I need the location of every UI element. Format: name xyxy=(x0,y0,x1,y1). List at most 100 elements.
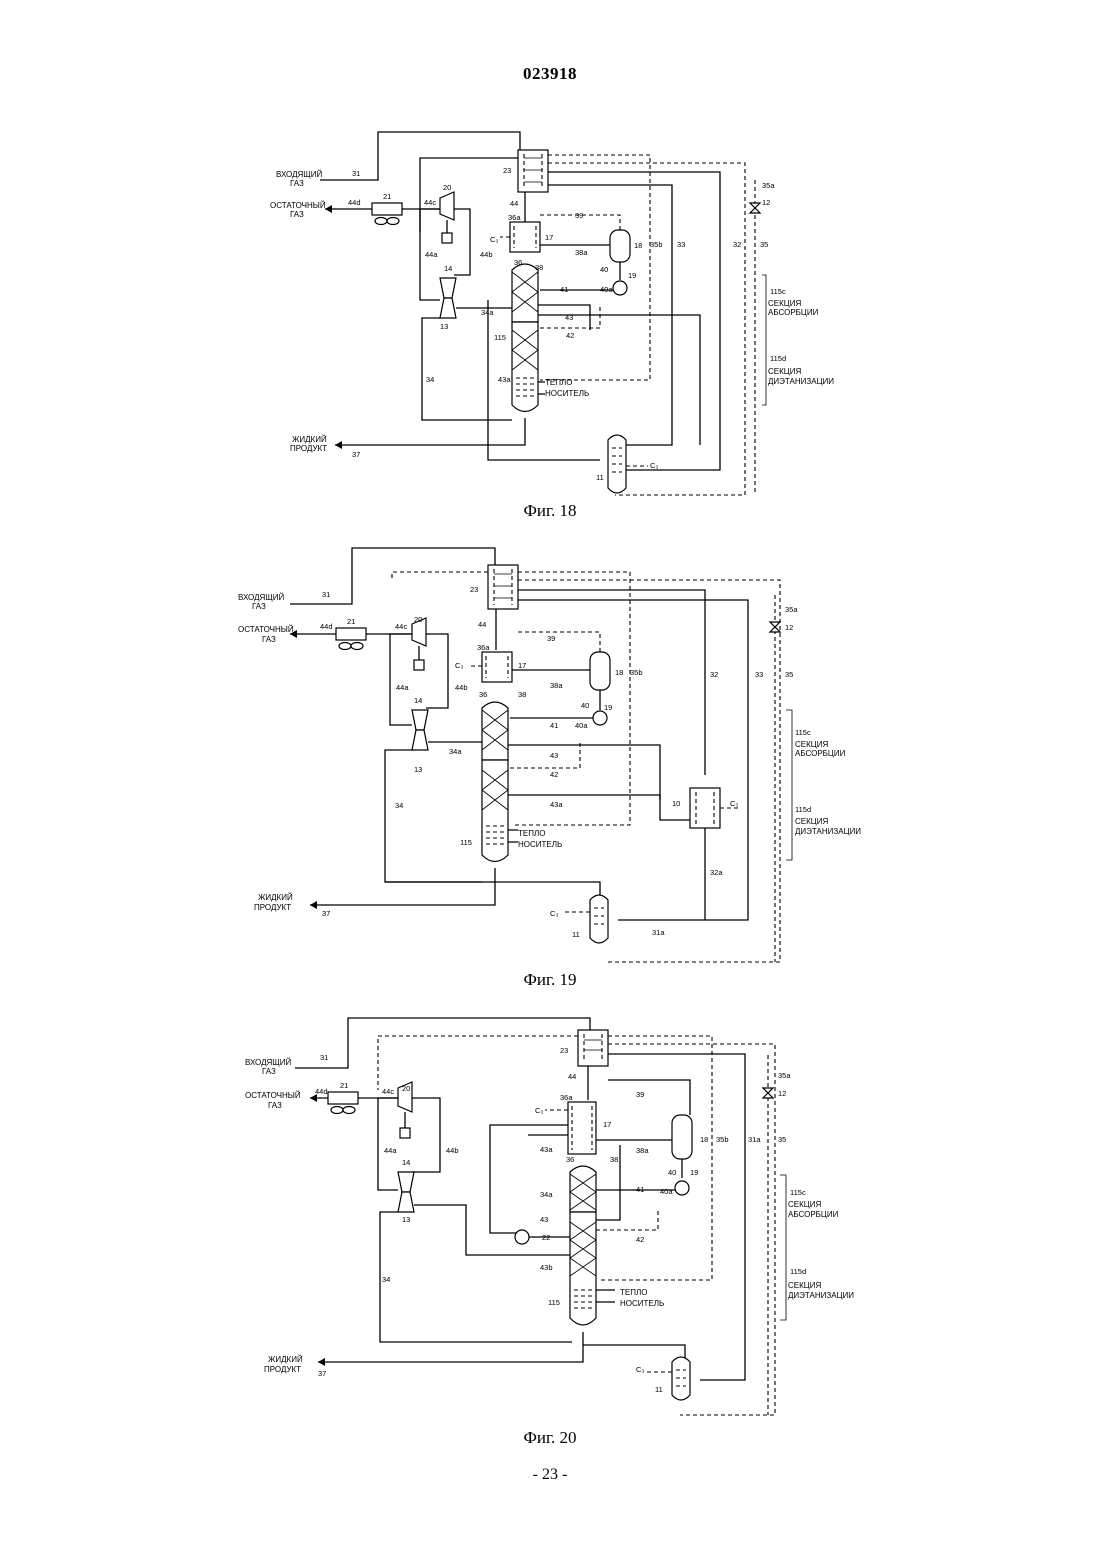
deethanizing-section-label-2: ДИЭТАНИЗАЦИИ xyxy=(768,377,834,386)
svg-text:115c: 115c xyxy=(790,1188,806,1197)
svg-text:34a: 34a xyxy=(449,747,462,756)
svg-text:C₃: C₃ xyxy=(636,1365,644,1374)
svg-text:43: 43 xyxy=(550,751,558,760)
svg-text:35: 35 xyxy=(778,1135,786,1144)
page-number: - 23 - xyxy=(0,1466,1100,1484)
svg-text:18: 18 xyxy=(700,1135,708,1144)
residue-gas-label: ОСТАТОЧНЫЙ xyxy=(270,201,326,210)
svg-text:13: 13 xyxy=(440,322,448,331)
svg-text:35b: 35b xyxy=(716,1135,729,1144)
heat-exchanger-11 xyxy=(590,895,608,943)
svg-text:35b: 35b xyxy=(650,240,663,249)
separator-drum-18 xyxy=(610,230,630,262)
svg-text:40a: 40a xyxy=(660,1187,673,1196)
deethanizing-section-label: СЕКЦИЯ xyxy=(795,817,828,826)
inlet-gas-label: ВХОДЯЩИЙ xyxy=(276,170,323,179)
deethanizing-section-label-2: ДИЭТАНИЗАЦИИ xyxy=(795,827,861,836)
svg-text:C₃: C₃ xyxy=(490,235,498,244)
svg-text:38a: 38a xyxy=(636,1146,649,1155)
heat-medium-label: ТЕПЛО xyxy=(518,829,545,838)
svg-text:C₃: C₃ xyxy=(535,1106,543,1115)
svg-text:17: 17 xyxy=(545,233,553,242)
liquid-product-label: ЖИДКИЙ xyxy=(268,1355,303,1364)
svg-text:12: 12 xyxy=(778,1089,786,1098)
svg-text:C₃: C₃ xyxy=(730,799,738,808)
svg-text:115c: 115c xyxy=(795,728,811,737)
svg-text:18: 18 xyxy=(634,241,642,250)
svg-text:11: 11 xyxy=(572,930,580,939)
absorber-column-upper xyxy=(512,264,538,322)
svg-text:115c: 115c xyxy=(770,287,786,296)
svg-text:115: 115 xyxy=(460,838,472,847)
svg-text:36: 36 xyxy=(514,258,522,267)
inlet-gas-label-2: ГАЗ xyxy=(252,602,266,611)
svg-text:43a: 43a xyxy=(498,375,511,384)
svg-text:39: 39 xyxy=(575,211,583,220)
svg-text:35a: 35a xyxy=(762,181,775,190)
svg-text:38a: 38a xyxy=(575,248,588,257)
svg-text:11: 11 xyxy=(596,473,604,482)
absorption-section-label: СЕКЦИЯ xyxy=(768,299,801,308)
svg-text:44a: 44a xyxy=(425,250,438,259)
svg-text:35: 35 xyxy=(760,240,768,249)
svg-text:44: 44 xyxy=(510,199,518,208)
svg-text:36a: 36a xyxy=(508,213,521,222)
absorber-column-upper xyxy=(482,702,508,760)
svg-text:44d: 44d xyxy=(320,622,333,631)
svg-text:C₃: C₃ xyxy=(455,661,463,670)
svg-text:31a: 31a xyxy=(748,1135,761,1144)
svg-text:44c: 44c xyxy=(382,1087,394,1096)
liquid-product-label: ЖИДКИЙ xyxy=(258,893,293,902)
svg-text:41: 41 xyxy=(560,285,568,294)
svg-text:43a: 43a xyxy=(550,800,563,809)
svg-text:13: 13 xyxy=(402,1215,410,1224)
heat-exchanger-23 xyxy=(578,1030,608,1066)
absorption-section-label-2: АБСОРБЦИИ xyxy=(795,749,846,758)
heat-exchanger-10 xyxy=(690,788,720,828)
svg-text:36: 36 xyxy=(566,1155,574,1164)
svg-text:38: 38 xyxy=(610,1155,618,1164)
svg-text:34: 34 xyxy=(426,375,434,384)
svg-text:21: 21 xyxy=(383,192,391,201)
deethanizing-section-label: СЕКЦИЯ xyxy=(768,367,801,376)
pump-19 xyxy=(675,1181,689,1195)
absorption-section-label: СЕКЦИЯ xyxy=(795,740,828,749)
heat-medium-label-2: НОСИТЕЛЬ xyxy=(545,389,589,398)
heat-medium-label: ТЕПЛО xyxy=(545,378,572,387)
svg-text:44a: 44a xyxy=(396,683,409,692)
svg-text:39: 39 xyxy=(636,1090,644,1099)
svg-text:44d: 44d xyxy=(315,1087,328,1096)
svg-text:44d: 44d xyxy=(348,198,361,207)
svg-text:34: 34 xyxy=(395,801,403,810)
heat-exchanger-11 xyxy=(672,1357,690,1400)
svg-text:20: 20 xyxy=(414,615,422,624)
svg-text:17: 17 xyxy=(603,1120,611,1129)
svg-text:43a: 43a xyxy=(540,1145,553,1154)
svg-text:115d: 115d xyxy=(790,1267,806,1276)
svg-text:42: 42 xyxy=(566,331,574,340)
svg-text:36a: 36a xyxy=(477,643,490,652)
separator-drum-18 xyxy=(672,1115,692,1159)
deethanizing-section-label-2: ДИЭТАНИЗАЦИИ xyxy=(788,1291,854,1300)
svg-text:35a: 35a xyxy=(778,1071,791,1080)
svg-text:23: 23 xyxy=(560,1046,568,1055)
inlet-gas-label-2: ГАЗ xyxy=(262,1067,276,1076)
svg-text:13: 13 xyxy=(414,765,422,774)
svg-text:41: 41 xyxy=(636,1185,644,1194)
svg-text:31: 31 xyxy=(322,590,330,599)
svg-text:38: 38 xyxy=(535,263,543,272)
pump-19 xyxy=(613,281,627,295)
svg-text:44c: 44c xyxy=(424,198,436,207)
pump-22 xyxy=(515,1230,529,1244)
svg-text:43: 43 xyxy=(540,1215,548,1224)
svg-text:36a: 36a xyxy=(560,1093,573,1102)
svg-text:12: 12 xyxy=(785,623,793,632)
svg-text:37: 37 xyxy=(352,450,360,459)
svg-text:44b: 44b xyxy=(480,250,493,259)
inlet-gas-label: ВХОДЯЩИЙ xyxy=(245,1058,292,1067)
svg-text:32: 32 xyxy=(733,240,741,249)
svg-text:39: 39 xyxy=(547,634,555,643)
inlet-gas-label-2: ГАЗ xyxy=(290,179,304,188)
svg-text:40: 40 xyxy=(668,1168,676,1177)
svg-text:42: 42 xyxy=(636,1235,644,1244)
